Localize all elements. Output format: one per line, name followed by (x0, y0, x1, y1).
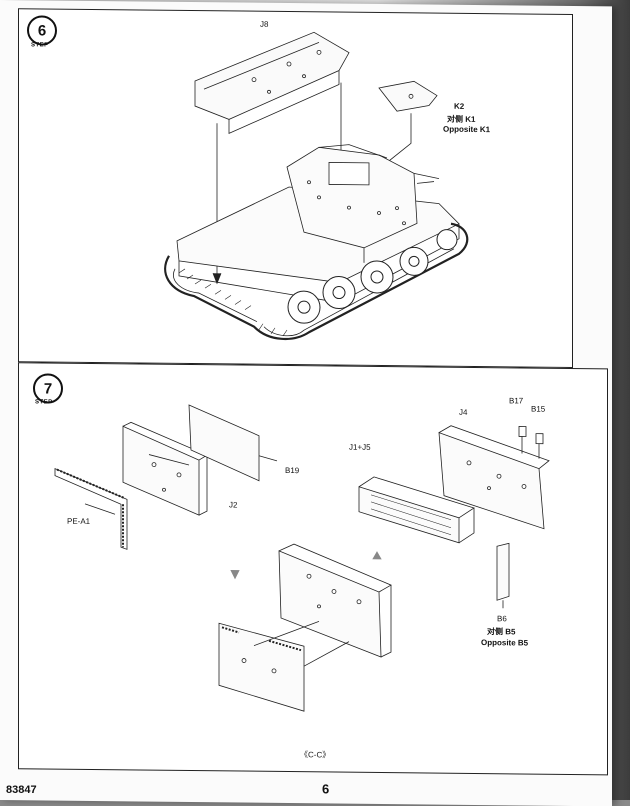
label-b5-cn: 对侧 B5 (487, 627, 516, 637)
step-6-assembly-drawing (164, 31, 469, 341)
label-b19: B19 (285, 465, 300, 476)
label-b17: B17 (509, 396, 524, 406)
label-j2: J2 (229, 500, 238, 510)
kit-code: 83847 (6, 784, 37, 796)
label-k2: K2 (454, 101, 465, 111)
label-j1-j5: J1+J5 (349, 442, 371, 452)
sprue-reference: 《C-C》 (300, 750, 331, 760)
step-7-assembly-drawing (54, 404, 550, 712)
label-j4: J4 (459, 407, 468, 417)
label-k1-en: Opposite K1 (443, 124, 491, 135)
label-pe-a1: PE-A1 (67, 516, 91, 526)
label-b5-en: Opposite B5 (481, 638, 529, 648)
step-6-panel: 6 STEP (18, 8, 573, 369)
label-b6: B6 (497, 614, 507, 624)
step-7-panel: 7 STEP (18, 362, 608, 776)
instruction-sheet: 6 STEP (0, 0, 612, 806)
page-number: 6 (322, 781, 330, 797)
label-j8: J8 (260, 19, 269, 29)
label-b15: B15 (531, 404, 546, 414)
label-k1-cn: 对侧 K1 (447, 114, 476, 124)
